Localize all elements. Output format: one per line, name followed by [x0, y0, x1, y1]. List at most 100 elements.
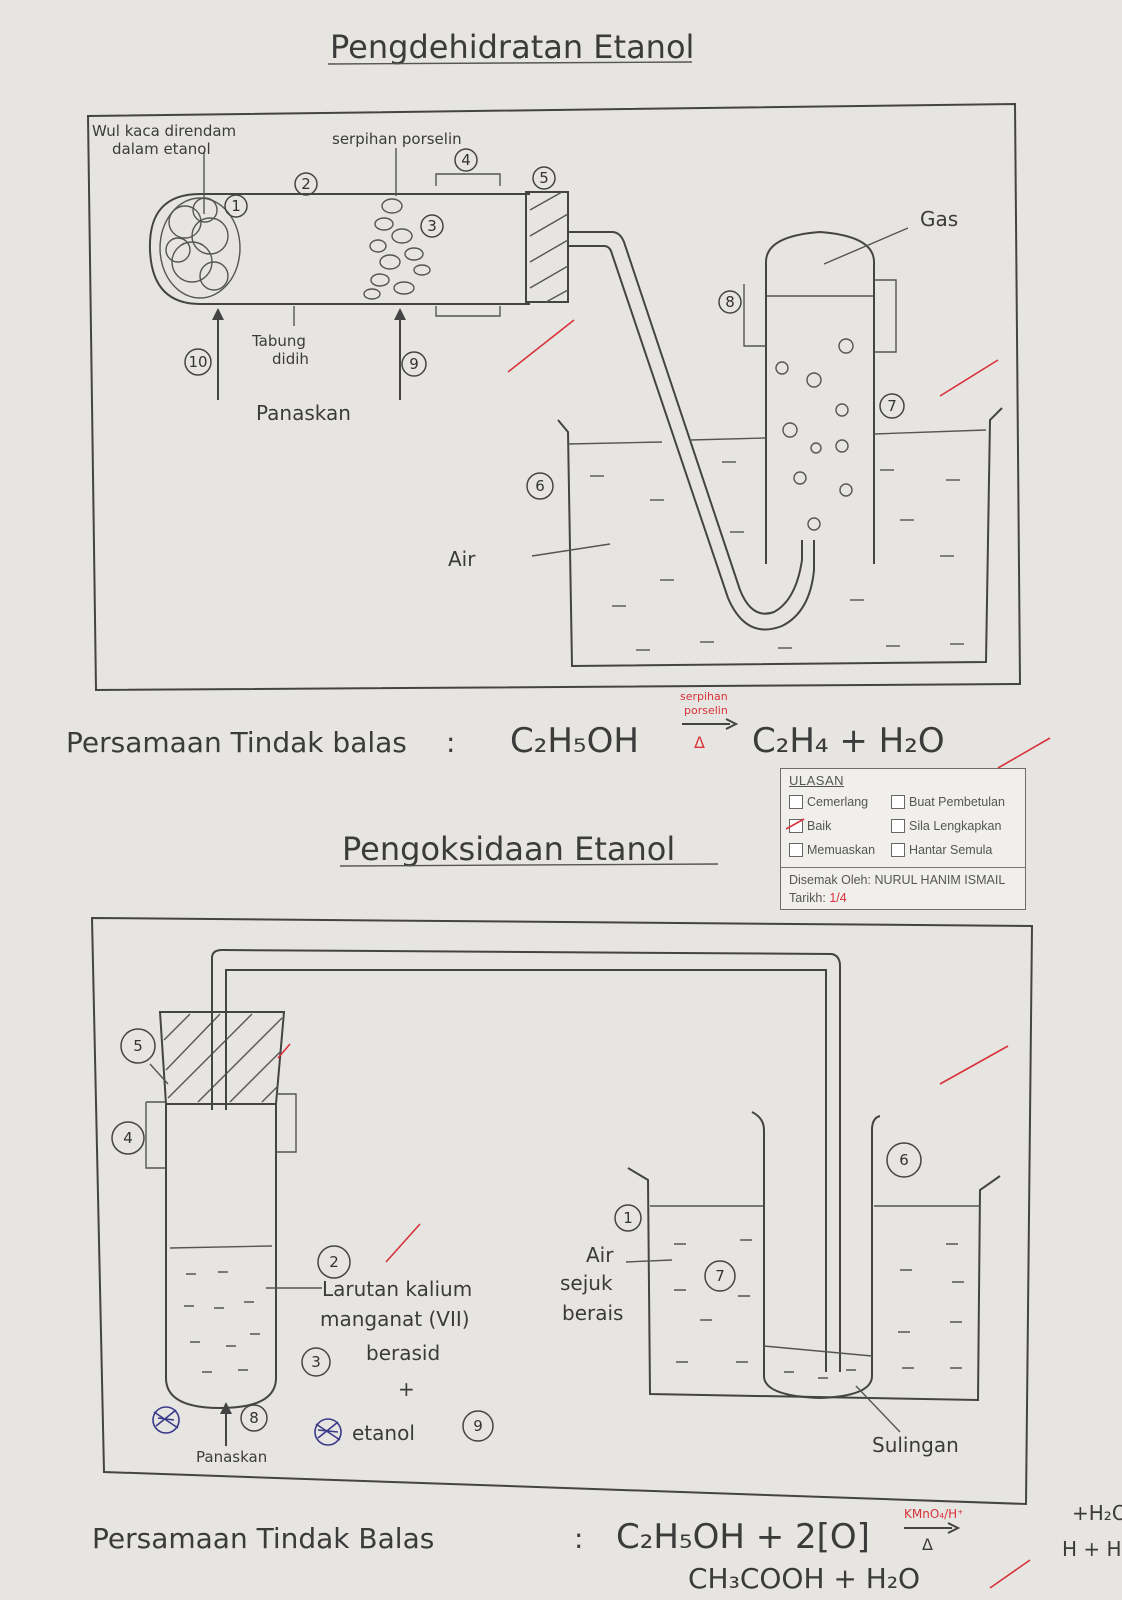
- title-underline-2: [339, 863, 719, 867]
- clamp: [435, 173, 501, 317]
- label-ice-water-3: berais: [562, 1301, 623, 1325]
- diagram-frame: [86, 102, 1022, 692]
- equation2-reactant: C₂H₅OH + 2[O]: [616, 1517, 870, 1557]
- equation-reactant: C₂H₅OH: [510, 721, 639, 761]
- label-heat: Panaskan: [256, 401, 351, 425]
- heat-arrow-2: [220, 1402, 232, 1446]
- label-distillate: Sulingan: [872, 1433, 959, 1457]
- equation2-label: Persamaan Tindak Balas: [92, 1522, 434, 1555]
- svg-text:3: 3: [311, 1353, 321, 1371]
- checkbox-hantar-semula[interactable]: [891, 843, 905, 857]
- crossed-out-marks: [152, 1406, 342, 1446]
- svg-text:1: 1: [623, 1209, 633, 1227]
- leader-lines-2: [149, 1063, 901, 1433]
- dehydration-title: Pengdehidratan Etanol: [330, 28, 694, 66]
- porcelain-chips: [363, 198, 431, 300]
- svg-text:2: 2: [329, 1253, 339, 1271]
- option-cemerlang[interactable]: Cemerlang: [789, 795, 868, 809]
- oxidation-title: Pengoksidaan Etanol: [342, 830, 675, 868]
- svg-text:7: 7: [887, 397, 897, 415]
- svg-text:1: 1: [231, 197, 241, 215]
- option-sila-lengkapkan[interactable]: Sila Lengkapkan: [891, 819, 1001, 833]
- leader-lines: [203, 148, 909, 557]
- svg-text:9: 9: [409, 355, 419, 373]
- label-ice-water-1: Air: [586, 1243, 614, 1267]
- heat-arrows: [212, 308, 406, 400]
- delivery-tube-2: [211, 948, 841, 1372]
- dehydration-section: Pengdehidratan Etanol: [66, 28, 1051, 769]
- review-separator: [781, 867, 1025, 868]
- option-memuaskan[interactable]: Memuaskan: [789, 843, 875, 857]
- equation2-products: CH₃COOH + H₂O: [688, 1562, 920, 1595]
- label-boiling-tube-2: didih: [272, 350, 309, 368]
- review-date: Tarikh: 1/4: [789, 891, 847, 905]
- svg-text:2: 2: [301, 175, 311, 193]
- margin-note-2: H + H: [1062, 1537, 1122, 1561]
- label-ice-water-2: sejuk: [560, 1271, 613, 1295]
- option-buat-pembetulan[interactable]: Buat Pembetulan: [891, 795, 1005, 809]
- checkbox-buat-pembetulan[interactable]: [891, 795, 905, 809]
- label-solution-4: +: [398, 1377, 415, 1401]
- svg-text:6: 6: [535, 477, 545, 495]
- svg-text::: :: [574, 1522, 583, 1555]
- margin-note-1: +H₂O: [1072, 1501, 1122, 1525]
- ice-water-beaker: [627, 1167, 1001, 1402]
- review-stamp: ULASAN Cemerlang Buat Pembetulan Baik Si…: [780, 768, 1026, 910]
- equation-label: Persamaan Tindak balas: [66, 726, 407, 759]
- svg-text:4: 4: [461, 151, 471, 169]
- glass-wool: [159, 197, 241, 299]
- water-dashes: [590, 461, 964, 651]
- svg-text:5: 5: [539, 169, 549, 187]
- circled-numbers: 1 2 3 4 5 6 7 8 9 10: [184, 148, 905, 500]
- reaction-tube: [145, 1011, 297, 1410]
- teacher-ticks: [507, 319, 1051, 769]
- gas-bubbles: [775, 338, 854, 531]
- label-glass-wool-1: Wul kaca direndam: [92, 122, 236, 140]
- delivery-tube: [568, 231, 803, 615]
- circled-numbers-2: 1 2 3 4 5 6 7 8 9: [111, 1028, 922, 1442]
- label-solution-1: Larutan kalium: [322, 1277, 472, 1301]
- svg-text:7: 7: [715, 1267, 725, 1285]
- svg-text:3: 3: [427, 217, 437, 235]
- receiving-tube: [751, 1111, 881, 1400]
- label-boiling-tube-1: Tabung: [251, 332, 306, 350]
- checkbox-memuaskan[interactable]: [789, 843, 803, 857]
- svg-text:10: 10: [188, 353, 207, 371]
- label-water: Air: [448, 547, 476, 571]
- diagram-frame-2: [90, 916, 1034, 1506]
- label-heat-2: Panaskan: [196, 1448, 267, 1466]
- equation2-heat-symbol: Δ: [922, 1535, 933, 1554]
- boiling-tube: [148, 191, 569, 305]
- svg-text:9: 9: [473, 1417, 483, 1435]
- checked-by: Disemak Oleh: NURUL HANIM ISMAIL: [789, 873, 1006, 887]
- equation-heat-symbol: Δ: [694, 733, 705, 752]
- equation-condition-1: serpihan: [680, 690, 728, 703]
- svg-text::: :: [446, 726, 455, 759]
- equation2-condition: KMnO₄/H⁺: [904, 1507, 963, 1521]
- label-solution-2: manganat (VII): [320, 1307, 470, 1331]
- label-solution-5: etanol: [352, 1421, 415, 1445]
- equation-products: C₂H₄ + H₂O: [752, 721, 945, 761]
- review-title: ULASAN: [789, 773, 845, 788]
- option-baik[interactable]: Baik: [786, 818, 831, 833]
- svg-text:6: 6: [899, 1151, 909, 1169]
- teacher-ticks-2: [277, 1043, 1031, 1589]
- equation-condition-2: porselin: [684, 704, 728, 717]
- checkbox-baik-checked[interactable]: [786, 818, 805, 833]
- gas-jar: [743, 230, 897, 564]
- checkbox-cemerlang[interactable]: [789, 795, 803, 809]
- svg-text:4: 4: [123, 1129, 133, 1147]
- checkbox-sila-lengkapkan[interactable]: [891, 819, 905, 833]
- label-porcelain: serpihan porselin: [332, 130, 462, 148]
- svg-text:8: 8: [249, 1409, 259, 1427]
- option-hantar-semula[interactable]: Hantar Semula: [891, 843, 992, 857]
- label-gas: Gas: [920, 207, 958, 231]
- svg-text:5: 5: [133, 1037, 143, 1055]
- check-mark-icon: [786, 818, 805, 830]
- label-glass-wool-2: dalam etanol: [112, 140, 211, 158]
- oxidation-section: Pengoksidaan Etanol: [90, 830, 1122, 1595]
- oxidation-equation: Persamaan Tindak Balas : C₂H₅OH + 2[O] K…: [92, 1501, 1122, 1595]
- dehydration-equation: Persamaan Tindak balas : C₂H₅OH serpihan…: [66, 690, 945, 761]
- water-trough: [557, 407, 1003, 668]
